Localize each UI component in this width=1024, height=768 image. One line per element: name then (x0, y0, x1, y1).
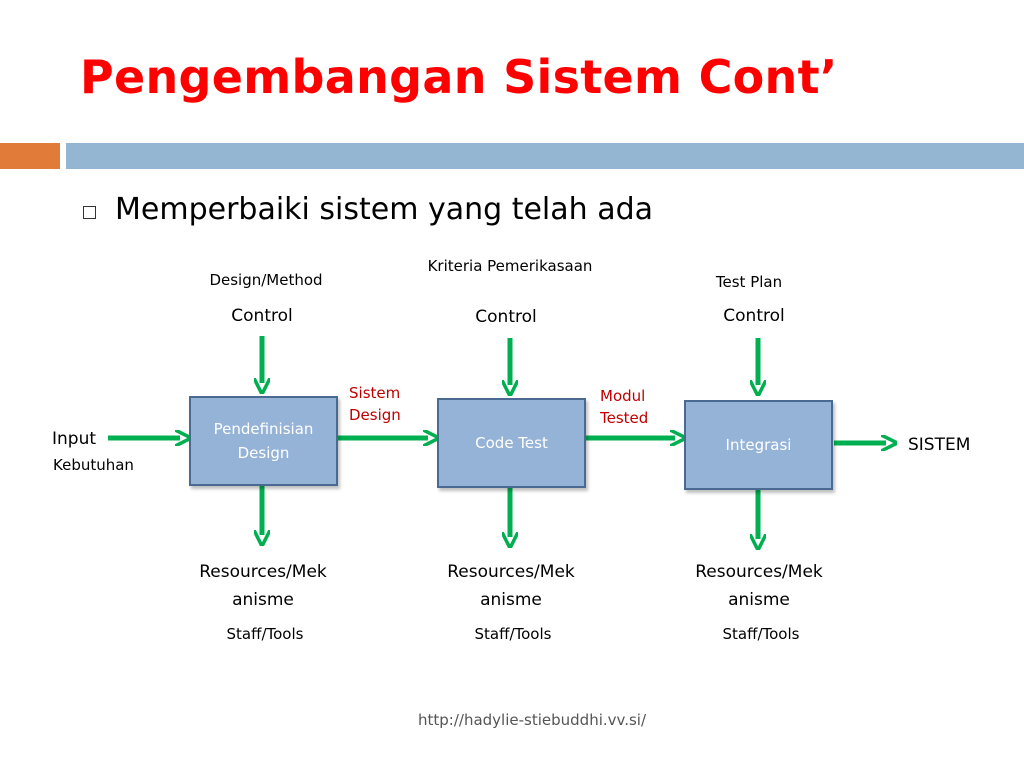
flow-label-line1: Modul (600, 387, 646, 405)
control-caption-1: Design/Method (209, 271, 323, 289)
slide-title: Pengembangan Sistem Cont’ (80, 50, 838, 104)
resources-line2: anisme (728, 590, 790, 610)
staff-tools-label-2: Staff/Tools (474, 625, 552, 643)
resources-label-1: Resources/Mek anisme (199, 558, 327, 614)
flow-label-line2: Tested (600, 409, 649, 427)
footer-url: http://hadylie-stiebuddhi.vv.si/ (418, 711, 647, 729)
control-label-3: Control (723, 306, 785, 326)
input-sublabel: Kebutuhan (53, 456, 134, 474)
flow-label-sistem-design: Sistem Design (349, 382, 401, 426)
staff-tools-label-1: Staff/Tools (226, 625, 304, 643)
input-label: Input (52, 429, 97, 449)
process-box-integrasi: Integrasi (684, 400, 833, 490)
resources-line2: anisme (232, 590, 294, 610)
control-label-1: Control (231, 306, 293, 326)
output-label: SISTEM (908, 435, 971, 455)
process-box-pendefinisian-design: Pendefinisian Design (189, 396, 338, 486)
flow-label-line1: Sistem (349, 384, 401, 402)
process-box-code-test: Code Test (437, 398, 586, 488)
resources-line2: anisme (480, 590, 542, 610)
bullet-text: Memperbaiki sistem yang telah ada (115, 192, 654, 227)
control-caption-3: Test Plan (715, 273, 783, 291)
accent-band-orange (0, 143, 60, 169)
resources-label-2: Resources/Mek anisme (447, 558, 575, 614)
flow-label-modul-tested: Modul Tested (600, 385, 648, 429)
resources-label-3: Resources/Mek anisme (695, 558, 823, 614)
bullet-square-icon (83, 206, 96, 219)
flow-label-line2: Design (349, 406, 401, 424)
control-caption-2: Kriteria Pemerikasaan (427, 257, 593, 275)
resources-line1: Resources/Mek (695, 562, 823, 582)
staff-tools-label-3: Staff/Tools (722, 625, 800, 643)
resources-line1: Resources/Mek (199, 562, 327, 582)
resources-line1: Resources/Mek (447, 562, 575, 582)
control-label-2: Control (475, 307, 537, 327)
accent-band-blue (66, 143, 1024, 169)
